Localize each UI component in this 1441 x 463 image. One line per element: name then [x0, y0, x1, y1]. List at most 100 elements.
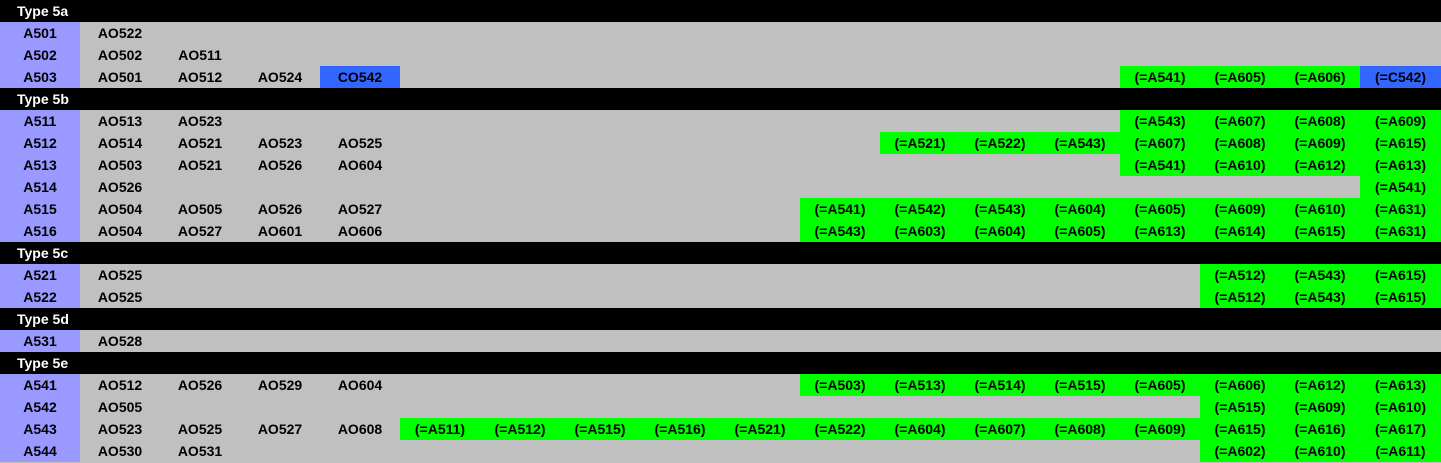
- ao-cell[interactable]: AO604: [337, 157, 383, 173]
- ref-cell[interactable]: (=A616): [1280, 418, 1360, 440]
- ref-cell[interactable]: (=A605): [1120, 198, 1200, 220]
- ref-cell[interactable]: (=A541): [1120, 66, 1200, 88]
- co-cell[interactable]: CO542: [320, 66, 400, 88]
- row-id-cell[interactable]: A512: [0, 132, 80, 154]
- ref-cell[interactable]: (=A515): [1200, 396, 1280, 418]
- ref-cell[interactable]: (=A543): [960, 198, 1040, 220]
- ref-cell[interactable]: (=A513): [880, 374, 960, 396]
- ao-cell[interactable]: AO505: [97, 399, 143, 415]
- ref-cell[interactable]: (=A521): [880, 132, 960, 154]
- ref-cell[interactable]: (=A515): [1040, 374, 1120, 396]
- ref-cell[interactable]: (=A602): [1200, 440, 1280, 462]
- ref-cell[interactable]: (=A603): [880, 220, 960, 242]
- row-id-cell[interactable]: A513: [0, 154, 80, 176]
- ref-cell[interactable]: (=A606): [1280, 66, 1360, 88]
- row-id-cell[interactable]: A544: [0, 440, 80, 462]
- ao-cell[interactable]: AO521: [177, 157, 223, 173]
- ao-cell[interactable]: AO525: [97, 289, 143, 305]
- section-title[interactable]: Type 5c: [17, 245, 69, 261]
- ref-cell[interactable]: (=A609): [1200, 198, 1280, 220]
- row-id-cell[interactable]: A514: [0, 176, 80, 198]
- ao-cell[interactable]: AO525: [97, 267, 143, 283]
- ref-cell[interactable]: (=A605): [1120, 374, 1200, 396]
- ref-cell[interactable]: (=C542): [1360, 66, 1441, 88]
- ref-cell[interactable]: (=A605): [1200, 66, 1280, 88]
- ref-cell[interactable]: (=A604): [1040, 198, 1120, 220]
- ao-cell[interactable]: AO525: [337, 135, 383, 151]
- ref-cell[interactable]: (=A613): [1120, 220, 1200, 242]
- ao-cell[interactable]: AO525: [177, 421, 223, 437]
- ref-cell[interactable]: (=A542): [880, 198, 960, 220]
- row-id-cell[interactable]: A531: [0, 330, 80, 352]
- ao-cell[interactable]: AO501: [97, 69, 143, 85]
- row-id-cell[interactable]: A543: [0, 418, 80, 440]
- ref-cell[interactable]: (=A610): [1280, 440, 1360, 462]
- row-id-cell[interactable]: A511: [0, 110, 80, 132]
- ref-cell[interactable]: (=A604): [880, 418, 960, 440]
- ref-cell[interactable]: (=A514): [960, 374, 1040, 396]
- ao-cell[interactable]: AO531: [177, 443, 223, 459]
- ref-cell[interactable]: (=A543): [1280, 286, 1360, 308]
- ref-cell[interactable]: (=A609): [1120, 418, 1200, 440]
- ref-cell[interactable]: (=A617): [1360, 418, 1441, 440]
- ref-cell[interactable]: (=A511): [400, 418, 480, 440]
- ref-cell[interactable]: (=A608): [1040, 418, 1120, 440]
- ref-cell[interactable]: (=A512): [480, 418, 560, 440]
- ao-cell[interactable]: AO523: [257, 135, 303, 151]
- ref-cell[interactable]: (=A522): [960, 132, 1040, 154]
- row-id-cell[interactable]: A503: [0, 66, 80, 88]
- ao-cell[interactable]: AO524: [257, 69, 303, 85]
- row-id-cell[interactable]: A515: [0, 198, 80, 220]
- ao-cell[interactable]: AO526: [257, 201, 303, 217]
- ref-cell[interactable]: (=A605): [1040, 220, 1120, 242]
- row-id-cell[interactable]: A502: [0, 44, 80, 66]
- ref-cell[interactable]: (=A609): [1360, 110, 1441, 132]
- ref-cell[interactable]: (=A609): [1280, 132, 1360, 154]
- ref-cell[interactable]: (=A604): [960, 220, 1040, 242]
- ao-cell[interactable]: AO514: [97, 135, 143, 151]
- ref-cell[interactable]: (=A631): [1360, 198, 1441, 220]
- ao-cell[interactable]: AO513: [97, 113, 143, 129]
- ao-cell[interactable]: AO522: [97, 25, 143, 41]
- ao-cell[interactable]: AO527: [177, 223, 223, 239]
- ref-cell[interactable]: (=A615): [1360, 132, 1441, 154]
- ao-cell[interactable]: AO526: [97, 179, 143, 195]
- ref-cell[interactable]: (=A543): [800, 220, 880, 242]
- section-title[interactable]: Type 5b: [17, 91, 69, 107]
- ao-cell[interactable]: AO528: [97, 333, 143, 349]
- ref-cell[interactable]: (=A612): [1280, 154, 1360, 176]
- ref-cell[interactable]: (=A615): [1200, 418, 1280, 440]
- ao-cell[interactable]: AO526: [257, 157, 303, 173]
- ref-cell[interactable]: (=A608): [1280, 110, 1360, 132]
- row-id-cell[interactable]: A542: [0, 396, 80, 418]
- ao-cell[interactable]: AO504: [97, 201, 143, 217]
- ref-cell[interactable]: (=A543): [1280, 264, 1360, 286]
- ref-cell[interactable]: (=A609): [1280, 396, 1360, 418]
- ao-cell[interactable]: AO505: [177, 201, 223, 217]
- ref-cell[interactable]: (=A608): [1200, 132, 1280, 154]
- ref-cell[interactable]: (=A615): [1280, 220, 1360, 242]
- ao-cell[interactable]: AO529: [257, 377, 303, 393]
- ref-cell[interactable]: (=A607): [1120, 132, 1200, 154]
- row-id-cell[interactable]: A501: [0, 22, 80, 44]
- section-title[interactable]: Type 5a: [17, 3, 69, 19]
- ref-cell[interactable]: (=A541): [800, 198, 880, 220]
- ref-cell[interactable]: (=A611): [1360, 440, 1441, 462]
- ref-cell[interactable]: (=A515): [560, 418, 640, 440]
- ref-cell[interactable]: (=A615): [1360, 286, 1441, 308]
- ref-cell[interactable]: (=A612): [1280, 374, 1360, 396]
- ao-cell[interactable]: AO530: [97, 443, 143, 459]
- ao-cell[interactable]: AO512: [97, 377, 143, 393]
- row-id-cell[interactable]: A522: [0, 286, 80, 308]
- ref-cell[interactable]: (=A613): [1360, 374, 1441, 396]
- ref-cell[interactable]: (=A610): [1200, 154, 1280, 176]
- ref-cell[interactable]: (=A613): [1360, 154, 1441, 176]
- ao-cell[interactable]: AO521: [177, 135, 223, 151]
- ref-cell[interactable]: (=A606): [1200, 374, 1280, 396]
- row-id-cell[interactable]: A516: [0, 220, 80, 242]
- section-title[interactable]: Type 5d: [17, 311, 69, 327]
- ref-cell[interactable]: (=A521): [720, 418, 800, 440]
- ref-cell[interactable]: (=A631): [1360, 220, 1441, 242]
- ao-cell[interactable]: AO503: [97, 157, 143, 173]
- ao-cell[interactable]: AO523: [97, 421, 143, 437]
